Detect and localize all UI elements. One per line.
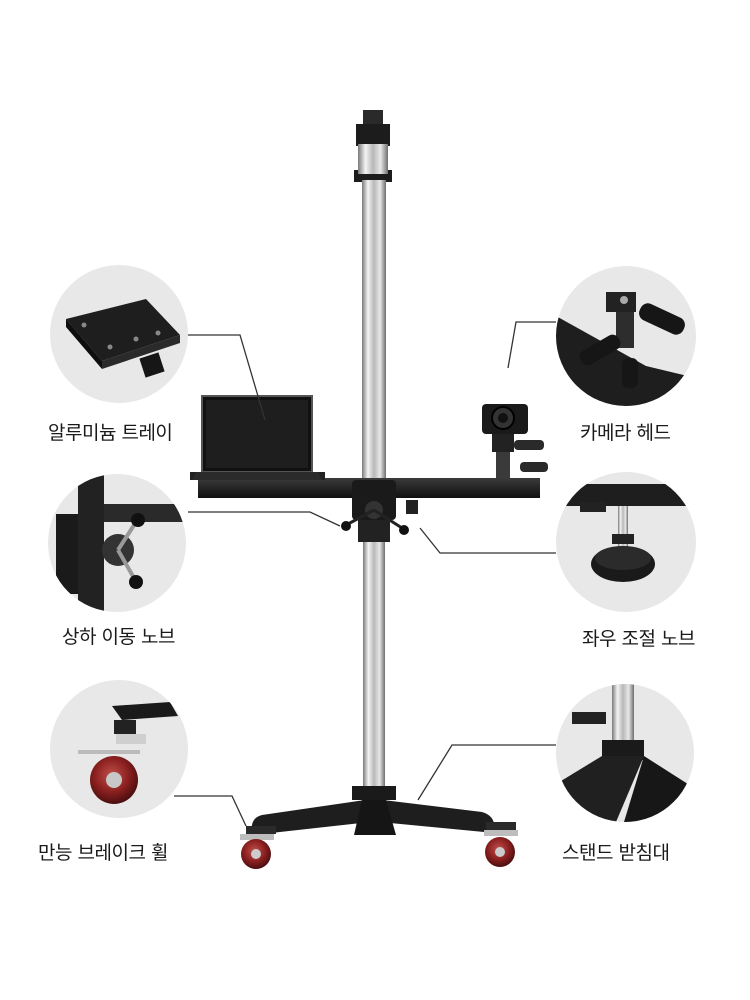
detail-circle-camera-head bbox=[556, 266, 696, 406]
camera-head-detail-illustration bbox=[556, 292, 696, 406]
label-camera-head: 카메라 헤드 bbox=[580, 422, 671, 444]
wheel-left bbox=[240, 826, 276, 869]
laptop bbox=[192, 395, 322, 480]
vertical-knob-detail-illustration bbox=[56, 474, 186, 612]
brake-wheel-detail-illustration bbox=[78, 702, 178, 804]
wheel-right bbox=[484, 822, 518, 867]
detail-circle-brake-wheel bbox=[50, 680, 188, 818]
detail-circle-stand-base bbox=[556, 684, 694, 822]
center-clamp bbox=[341, 480, 418, 542]
leader-lines bbox=[174, 321, 556, 827]
tripod-base bbox=[251, 800, 495, 835]
camera bbox=[482, 404, 548, 478]
main-pole bbox=[362, 180, 386, 480]
label-aluminum-tray: 알루미늄 트레이 bbox=[48, 422, 173, 444]
detail-circle-horizontal-knob bbox=[556, 472, 696, 612]
detail-circle-vertical-knob bbox=[48, 474, 186, 612]
upper-pole bbox=[358, 144, 388, 174]
label-horizontal-knob: 좌우 조절 노브 bbox=[582, 628, 695, 650]
tray-detail-illustration bbox=[66, 299, 180, 378]
label-vertical-knob: 상하 이동 노브 bbox=[62, 626, 175, 648]
label-brake-wheel: 만능 브레이크 휠 bbox=[38, 842, 168, 864]
lower-pole bbox=[363, 542, 385, 792]
stand-base-detail-illustration bbox=[556, 684, 694, 822]
label-stand-base: 스탠드 받침대 bbox=[562, 842, 670, 864]
detail-circle-tray bbox=[50, 265, 188, 403]
horizontal-knob-detail-illustration bbox=[556, 484, 696, 582]
